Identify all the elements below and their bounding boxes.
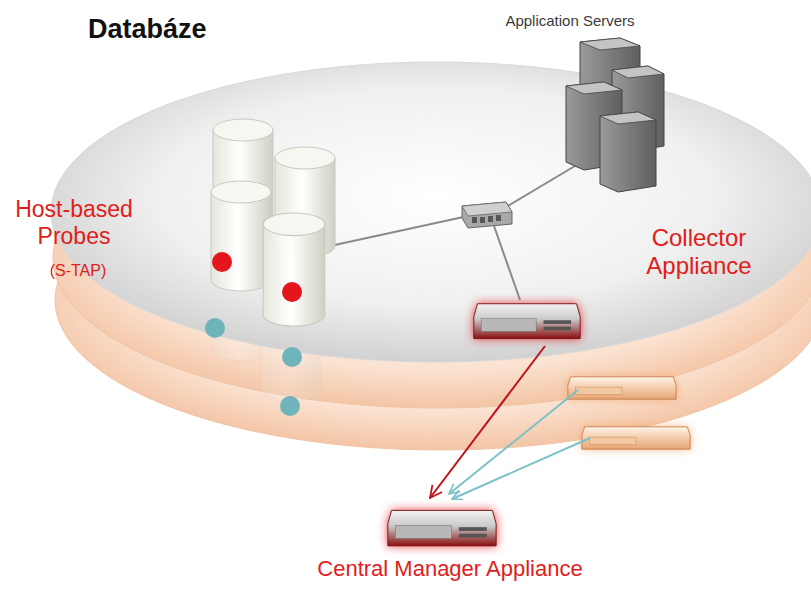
network-wire [494, 226, 520, 300]
node-label: Application Servers [470, 12, 670, 30]
node-label: Collector Appliance [635, 224, 763, 281]
network-wire [330, 216, 468, 246]
drawing-part [472, 217, 477, 223]
probe-label: (S-TAP) [38, 262, 118, 281]
drawing-part [462, 202, 512, 228]
server-group: Application Servers [470, 6, 674, 192]
probe-dot [282, 347, 302, 367]
collector-appliance-device [474, 304, 580, 339]
teal-arrow [452, 438, 590, 499]
probe-dot [205, 318, 225, 338]
server-towers [566, 38, 664, 192]
title: Databáze [88, 14, 207, 46]
drawing-part [600, 112, 656, 192]
probe-dot [212, 252, 232, 272]
collector-appliance-device [582, 427, 690, 449]
collector-appliance: Collector Appliance [465, 222, 767, 352]
teal-arrow [449, 390, 578, 494]
drawing-part [211, 181, 271, 291]
drawing-part [612, 66, 664, 78]
drawing-part [600, 112, 656, 124]
drawing-part [496, 215, 501, 221]
drawing-part [263, 213, 325, 326]
drawing-part [488, 216, 493, 222]
node-label: Central Manager Appliance [270, 556, 630, 582]
central-manager-device [388, 510, 496, 545]
drawing-part [462, 202, 512, 216]
drawing-part [480, 217, 485, 223]
collector-appliance-device [568, 377, 676, 399]
probe-label: Host-based Probes [8, 196, 140, 250]
database-cylinders [211, 119, 335, 326]
database-layer-disk [51, 62, 811, 362]
drawing-part [580, 38, 640, 50]
probe-dot [280, 396, 300, 416]
central-manager-appliance: Central Manager Appliance [270, 498, 634, 588]
data-flow-arrow [430, 346, 545, 498]
drawing-part [566, 82, 622, 94]
probe-dot [282, 282, 302, 302]
network-wire [506, 160, 585, 207]
network-switch [462, 202, 512, 228]
